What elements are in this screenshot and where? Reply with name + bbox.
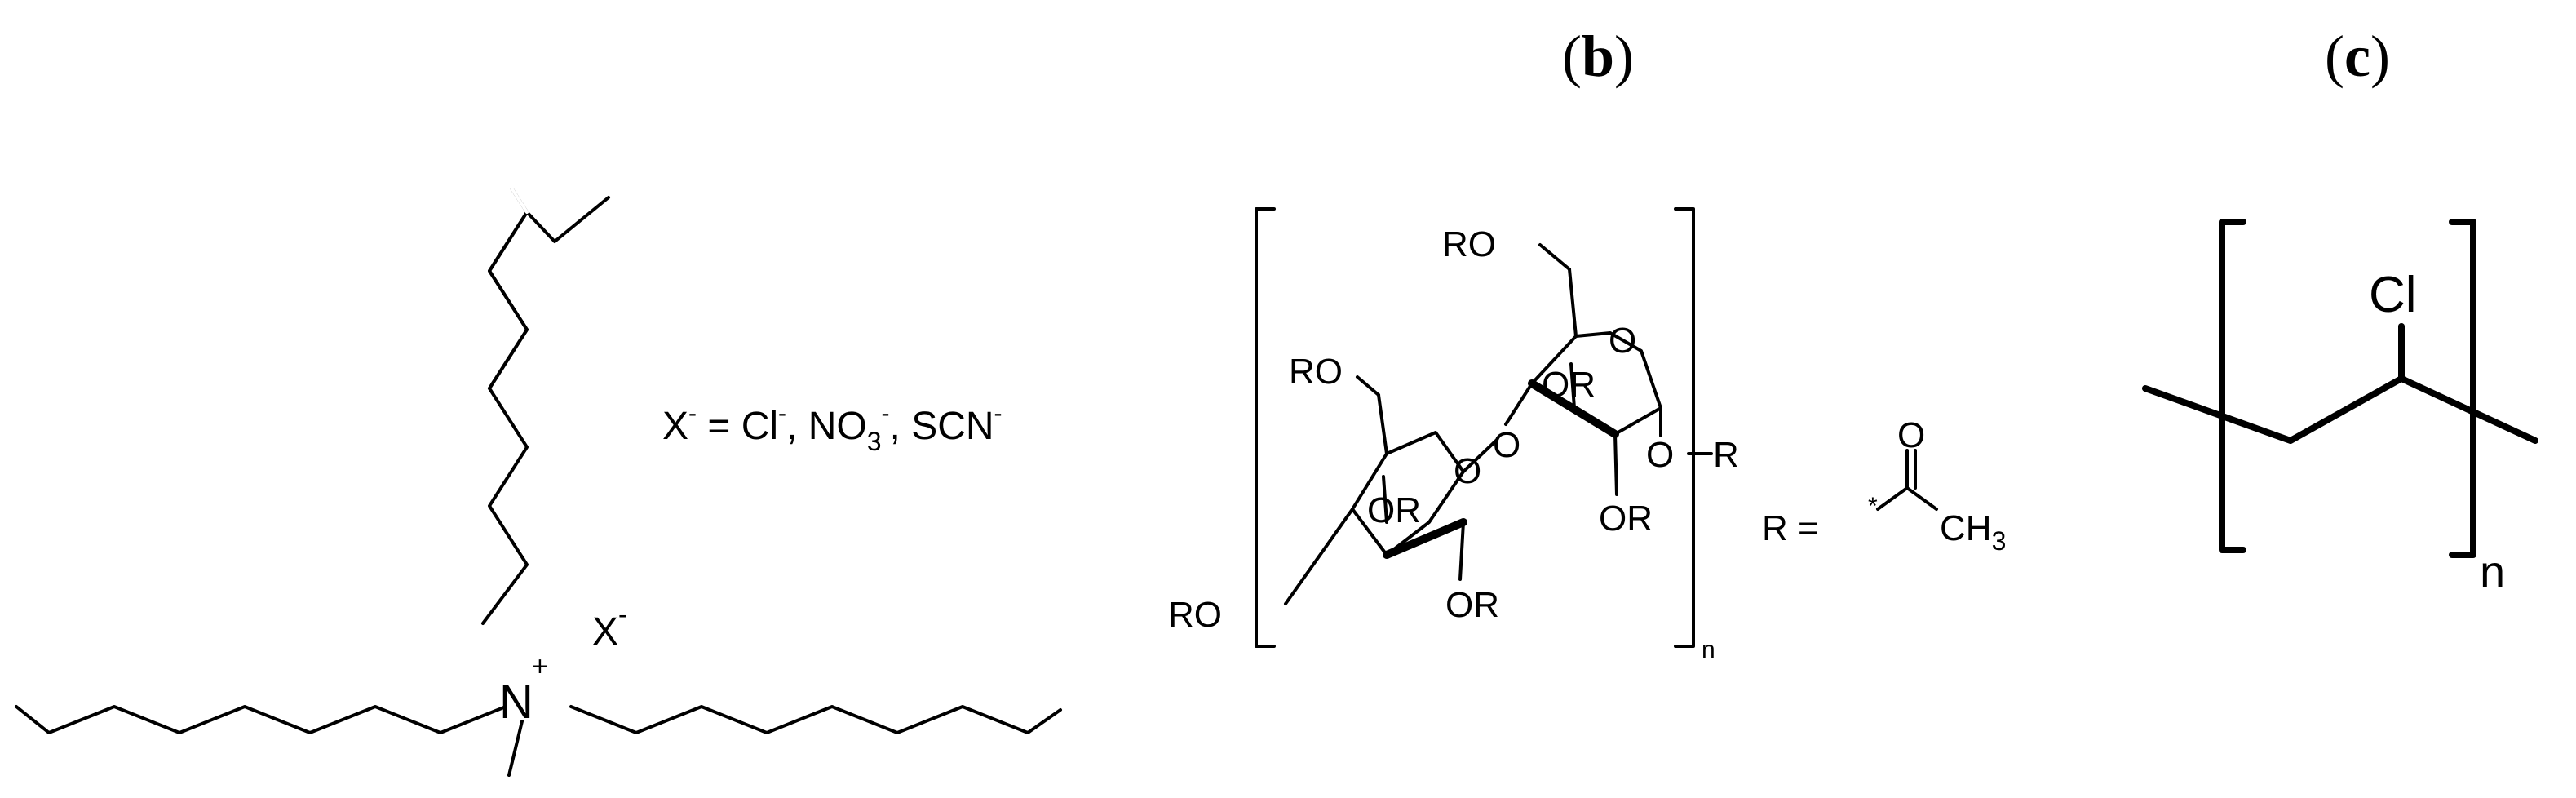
paren-close: ) [1614,24,1635,89]
counterion-no-sub: 3 [867,427,882,456]
ring1-ch2 [1377,393,1388,455]
methyl-ch: CH [1940,508,1992,548]
or-1: OR [1367,490,1421,530]
anion-charge: - [618,600,627,629]
bridge-bond-1 [1462,439,1498,473]
counterion-scn: , SCN [890,405,994,448]
charge-minus-2: - [778,400,786,427]
end-o: O [1646,435,1674,475]
carbonyl-o: O [1897,415,1925,455]
repeat-n-c: n [2480,546,2505,597]
counterion-eq: = Cl [697,405,778,448]
methyl-bond [507,720,524,777]
left-bracket-c [2219,219,2246,553]
ro-mid: RO [1289,352,1343,392]
or-2: OR [1445,585,1499,625]
ro-top: RO [1442,224,1496,264]
pvc-backbone [2142,375,2538,444]
panel-c-label: (c) [2325,23,2390,91]
acetyl-ch3-bond [1905,486,1938,511]
methyl-sub: 3 [1992,526,2007,556]
ring1-or-bond [1382,475,1388,524]
r-def-text: R = [1762,508,1819,548]
ring1-or2-bond [1458,521,1465,581]
charge-minus-1: - [688,400,697,427]
right-bracket [1674,207,1695,648]
bridge-o: O [1493,425,1520,465]
panel-b-label: (b) [1562,23,1634,91]
ring2-ch2 [1568,268,1578,338]
right-alkyl-chain [569,705,1062,734]
ring2-or2-bond [1613,432,1618,496]
panel-b-structure [1255,207,1938,648]
acetyl-c-star [1876,486,1909,511]
panel-letter: c [2344,24,2370,89]
ring1-ro-bond [1284,508,1354,605]
panel-letter: b [1581,24,1615,89]
counterion-x: X [662,405,688,448]
left-bracket [1255,207,1276,648]
nitrogen-charge: + [532,651,548,682]
attachment-star: * [1868,493,1878,520]
repeat-n-b: n [1702,636,1715,663]
or-4: OR [1599,499,1653,539]
ring1-wedge [1383,518,1467,559]
chlorine-atom: Cl [2369,267,2417,323]
charge-minus-4: - [994,400,1003,427]
anion-label: X [592,610,618,654]
mask [457,0,620,188]
r-definition: R = * O CH3 [1762,415,2006,556]
right-bracket-c [2449,219,2476,558]
charge-minus-3: - [882,400,890,427]
counterion-definition: X- = Cl-, NO3-, SCN- [662,400,1003,456]
paren-open: ( [2325,24,2344,89]
bridge-bond-2 [1504,382,1534,426]
panel-c-structure [2142,219,2538,558]
upper-chain-top [488,152,610,390]
ro-bottom: RO [1168,595,1222,635]
nitrogen-atom: N [499,676,533,729]
ring2-or-bond [1569,362,1576,410]
paren-open: ( [1562,24,1582,89]
ring-o-left: O [1454,451,1481,491]
paren-close: ) [2370,24,2390,89]
methyl-group: CH3 [1940,508,2006,556]
counterion-no: , NO [786,405,867,448]
or-3: OR [1542,365,1596,405]
svg-text:X- = Cl-, NO3-, SCN-: X- = Cl-, NO3-, SCN- [662,400,1003,456]
ring1-ch2-o [1356,375,1380,397]
end-r: R [1713,435,1739,475]
left-alkyl-chain [15,705,507,734]
ring-o-top: O [1609,321,1636,361]
ring2-ch2-o [1538,243,1571,271]
